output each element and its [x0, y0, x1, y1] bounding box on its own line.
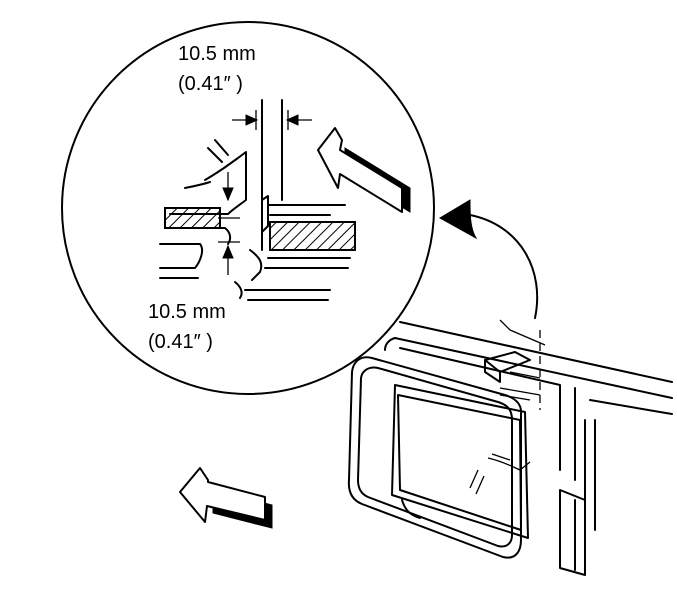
- direction-arrow-icon: [317, 127, 411, 213]
- bottom-dimension-in: (0.41″ ): [148, 331, 213, 353]
- window-assembly: [347, 319, 673, 576]
- top-dimension-mm: 10.5 mm: [178, 43, 256, 65]
- bottom-dimension-mm: 10.5 mm: [148, 301, 226, 323]
- top-dimension-in: (0.41″ ): [178, 73, 243, 95]
- bottom-direction-arrow-icon: [179, 467, 273, 529]
- curved-pointer-arrow-icon: [439, 199, 539, 319]
- detail-magnifier: [61, 21, 435, 395]
